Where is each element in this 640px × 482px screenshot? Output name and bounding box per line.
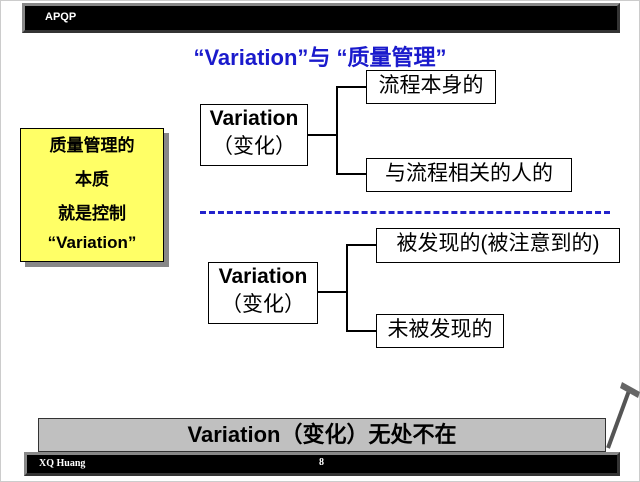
connector bbox=[307, 134, 337, 136]
tree2-child: 未被发现的 bbox=[376, 314, 504, 348]
summary-line: “Variation” bbox=[47, 233, 137, 252]
tree2-child: 被发现的(被注意到的) bbox=[376, 228, 620, 263]
connector bbox=[346, 244, 348, 331]
tree1-child: 流程本身的 bbox=[366, 70, 496, 104]
connector bbox=[317, 291, 347, 293]
root-label: Variation bbox=[218, 265, 308, 288]
tree1-root: Variation （变化） bbox=[200, 104, 308, 166]
header-label: APQP bbox=[45, 11, 77, 23]
connector bbox=[336, 86, 366, 88]
footer-bar: XQ Huang 8 bbox=[24, 452, 620, 476]
connector bbox=[336, 173, 366, 175]
summary-line: 就是控制 bbox=[58, 204, 126, 223]
tree1-child: 与流程相关的人的 bbox=[366, 158, 572, 192]
footer-author: XQ Huang bbox=[39, 458, 86, 469]
slide-title: “Variation”与 “质量管理” bbox=[193, 45, 447, 70]
summary-box: 质量管理的 本质 就是控制 “Variation” bbox=[20, 128, 164, 262]
page-number: 8 bbox=[319, 457, 324, 468]
root-label: Variation bbox=[209, 107, 299, 130]
connector bbox=[346, 244, 376, 246]
tree2-root: Variation （变化） bbox=[208, 262, 318, 324]
summary-line: 质量管理的 bbox=[49, 136, 135, 155]
summary-line: 本质 bbox=[75, 170, 109, 189]
root-sublabel: （变化） bbox=[221, 293, 305, 316]
banner: Variation（变化）无处不在 bbox=[38, 418, 606, 452]
hammer-icon bbox=[606, 382, 640, 449]
root-sublabel: （变化） bbox=[212, 135, 296, 158]
connector bbox=[336, 86, 338, 174]
divider bbox=[200, 211, 610, 214]
header-bar: APQP bbox=[22, 3, 620, 33]
connector bbox=[346, 330, 376, 332]
